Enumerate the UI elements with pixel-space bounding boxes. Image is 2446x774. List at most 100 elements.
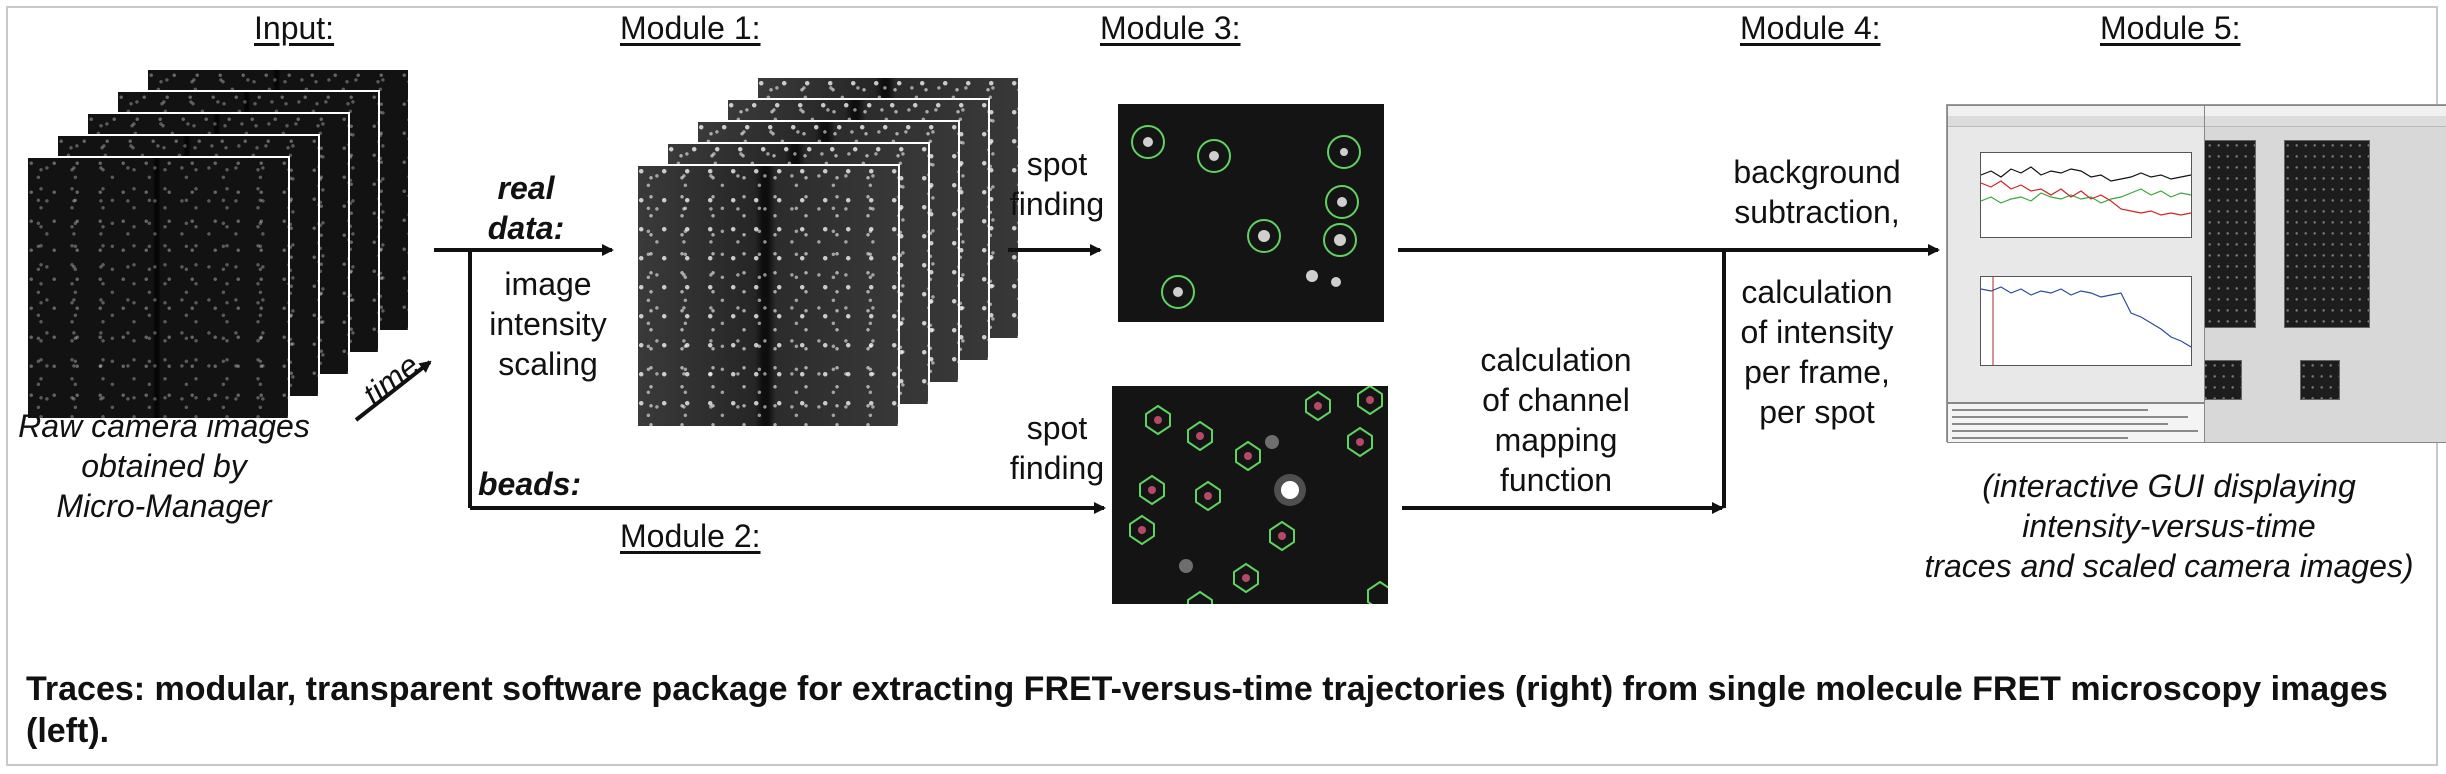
- trace-black: [1980, 166, 2192, 182]
- bead: [1242, 574, 1250, 582]
- bead-marker: [1195, 480, 1221, 512]
- bead-marker: [1233, 562, 1259, 594]
- channel-mapping-line: of channel: [1482, 382, 1630, 418]
- intensity-calc-line: per frame,: [1744, 354, 1890, 390]
- bead: [1244, 452, 1252, 460]
- spot-finding-bottom-line: spot: [1026, 410, 1088, 446]
- real-data-label: real data:: [476, 168, 576, 248]
- bead-marker: [1187, 590, 1213, 604]
- intensity-calc-line: per spot: [1759, 394, 1875, 430]
- channel-mapping-line: mapping: [1494, 422, 1618, 458]
- trace-window: [1947, 105, 2205, 403]
- trace-blue: [1980, 286, 2192, 348]
- fret-trace: [1980, 277, 2192, 365]
- spot-circle: [1161, 275, 1195, 309]
- bead: [1196, 432, 1204, 440]
- bead: [1148, 486, 1156, 494]
- background-subtraction-line: background: [1733, 154, 1901, 190]
- spot-circle: [1327, 135, 1361, 169]
- bead-marker: [1347, 426, 1373, 458]
- input-caption-line: obtained by: [81, 448, 247, 484]
- bright-bead: [1281, 481, 1299, 499]
- scaling-label: image intensity scaling: [478, 264, 618, 384]
- input-caption: Raw camera images obtained by Micro-Mana…: [0, 406, 328, 526]
- toolbar: [2098, 116, 2446, 127]
- gui-caption: (interactive GUI displaying intensity-ve…: [1906, 466, 2432, 586]
- spot-circles-real: [1131, 125, 1361, 309]
- command-text-lines: [1952, 409, 2198, 439]
- spot: [1306, 270, 1318, 282]
- bead-marker: [1235, 440, 1261, 472]
- blur-spot: [1265, 435, 1279, 449]
- spot: [1209, 151, 1219, 161]
- channel-mapping-line: function: [1499, 462, 1613, 498]
- bead-marker: [1357, 386, 1383, 416]
- gui-caption-line: traces and scaled camera images): [1924, 548, 2414, 584]
- spot: [1173, 287, 1183, 297]
- spot-finding-top-line: spot: [1026, 146, 1088, 182]
- spot-finding-bottom-label: spot finding: [1002, 408, 1112, 488]
- trace-green: [1980, 188, 2192, 204]
- module2-header: Module 2:: [620, 518, 761, 554]
- module5-header: Module 5:: [2100, 10, 2241, 46]
- spot-finding-image-real: [1118, 104, 1384, 322]
- bead-marker: [1187, 420, 1213, 452]
- channel-mapping-label: calculation of channel mapping function: [1456, 340, 1656, 500]
- spot-finding-top-label: spot finding: [1002, 144, 1112, 224]
- spot: [1340, 148, 1348, 156]
- spot-thumb-left: [2202, 360, 2242, 400]
- scaled-frame: [636, 164, 900, 428]
- intensity-calc-line: of intensity: [1740, 314, 1894, 350]
- spot: [1143, 137, 1153, 147]
- intensity-plot: [1980, 152, 2192, 238]
- figure-caption: Traces: modular, transparent software pa…: [26, 670, 2388, 750]
- spot-circle: [1325, 185, 1359, 219]
- real-data-label-line: data:: [487, 210, 565, 246]
- spot-finding-top-line: finding: [1009, 186, 1105, 222]
- scaling-label-line: scaling: [498, 346, 598, 382]
- bead: [1366, 396, 1374, 404]
- scaling-label-line: intensity: [489, 306, 607, 342]
- bead: [1314, 402, 1322, 410]
- spot-thumb-right: [2300, 360, 2340, 400]
- spot-finding-image-beads: [1112, 386, 1388, 604]
- background-subtraction-line: subtraction,: [1734, 194, 1900, 230]
- gui-screenshot: [1946, 104, 2446, 443]
- spot-circle: [1131, 125, 1165, 159]
- command-window: [1947, 403, 2205, 443]
- bead: [1204, 492, 1212, 500]
- channel-mapping-line: calculation: [1480, 342, 1632, 378]
- bead-marker: [1129, 514, 1155, 546]
- real-data-label-line: real: [497, 170, 555, 206]
- bead-marker: [1367, 580, 1388, 604]
- intensity-traces: [1980, 166, 2192, 216]
- raw-image-stack: [26, 68, 426, 420]
- raw-frame: [26, 156, 290, 420]
- spot: [1331, 277, 1341, 287]
- camera-image-right: [2284, 140, 2370, 328]
- fret-plot: [1980, 276, 2192, 366]
- spot-circles-beads: [1129, 386, 1388, 604]
- spot: [1334, 234, 1346, 246]
- background-subtraction-label: background subtraction,: [1712, 152, 1922, 232]
- blur-spot: [1179, 559, 1193, 573]
- intensity-calc-line: calculation: [1741, 274, 1893, 310]
- trace-red: [1980, 180, 2192, 216]
- time-arrow: [354, 360, 432, 422]
- bead-marker: [1145, 404, 1171, 436]
- input-caption-line: Micro-Manager: [56, 488, 272, 524]
- spot-circle: [1247, 219, 1281, 253]
- module3-header: Module 3:: [1100, 10, 1241, 46]
- bead: [1356, 438, 1364, 446]
- spot: [1258, 230, 1270, 242]
- bead: [1278, 532, 1286, 540]
- module1-header: Module 1:: [620, 10, 761, 46]
- scaling-label-line: image: [504, 266, 592, 302]
- spot-finding-bottom-line: finding: [1009, 450, 1105, 486]
- bright-bead-halo: [1274, 474, 1306, 506]
- input-header: Input:: [254, 10, 335, 46]
- gui-caption-line: (interactive GUI displaying: [1982, 468, 2356, 504]
- gui-caption-line: intensity-versus-time: [2022, 508, 2316, 544]
- intensity-calc-label: calculation of intensity per frame, per …: [1712, 272, 1922, 432]
